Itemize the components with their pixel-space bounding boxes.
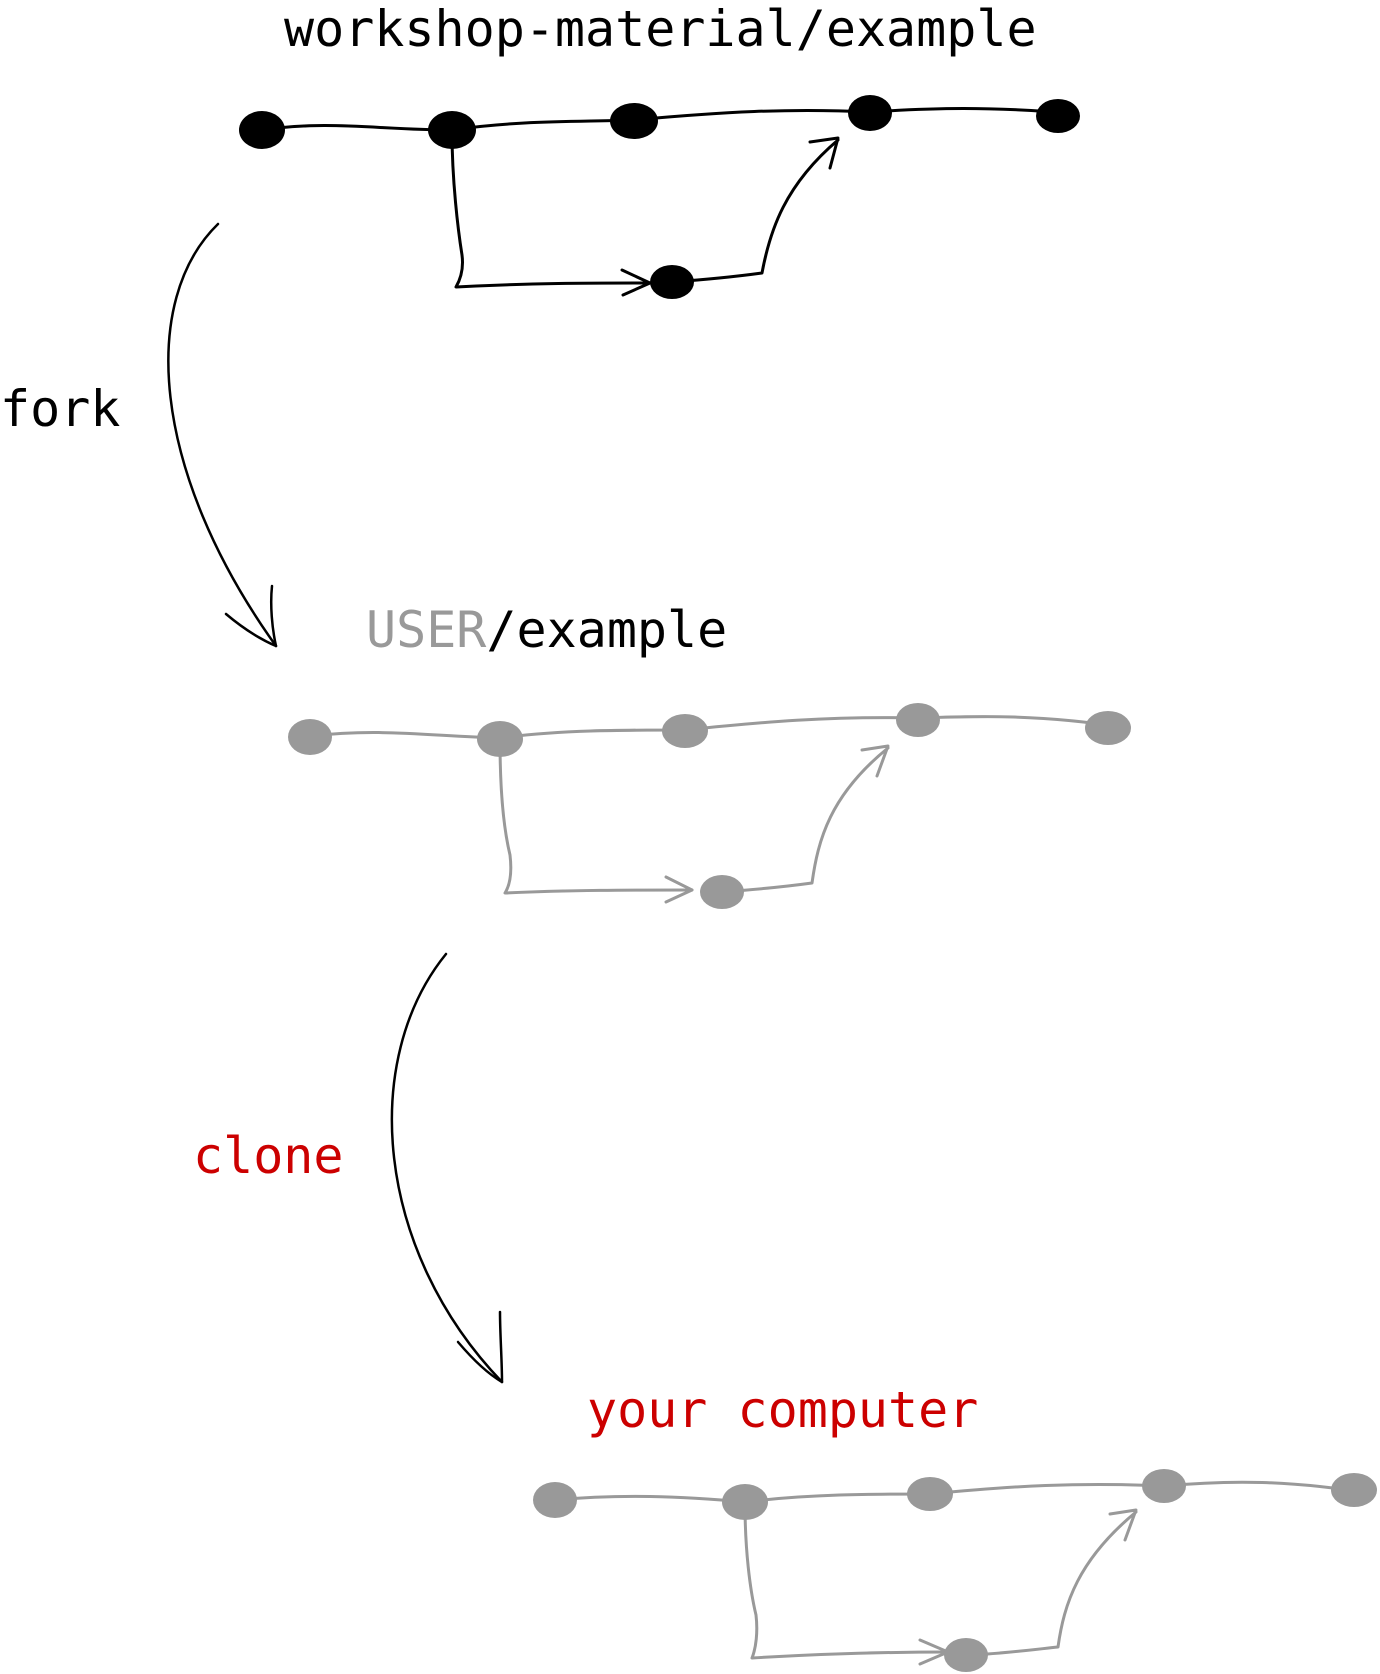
fork-merge-arrowhead bbox=[860, 744, 890, 778]
fork-commit-1 bbox=[288, 719, 332, 755]
fork-repo-name: /example bbox=[486, 601, 728, 659]
fork-commits bbox=[288, 703, 1131, 909]
upstream-commit-4 bbox=[848, 95, 892, 131]
fork-commit-4 bbox=[896, 703, 940, 737]
fork-commit-branch bbox=[700, 875, 744, 909]
local-graph bbox=[553, 1480, 1376, 1666]
upstream-branch-line bbox=[450, 130, 652, 289]
local-commit-3 bbox=[907, 1477, 953, 1511]
upstream-merge-arrowhead bbox=[808, 136, 840, 170]
upstream-commit-5 bbox=[1036, 99, 1080, 133]
upstream-commit-2 bbox=[428, 111, 476, 149]
upstream-commits bbox=[239, 95, 1080, 299]
local-repo-title: your computer bbox=[587, 1381, 979, 1439]
local-merge-line bbox=[964, 1510, 1138, 1657]
upstream-branch-arrowhead bbox=[620, 268, 652, 297]
upstream-repo-title: workshop-material/example bbox=[284, 0, 1037, 58]
upstream-commit-3 bbox=[610, 103, 658, 139]
clone-arrow bbox=[390, 952, 504, 1384]
upstream-main-line bbox=[260, 107, 1080, 132]
local-commits bbox=[533, 1469, 1377, 1672]
fork-commit-2 bbox=[477, 721, 523, 757]
fork-repo-title: USER/example bbox=[366, 605, 727, 655]
local-commit-4 bbox=[1142, 1469, 1186, 1503]
local-branch-line bbox=[743, 1502, 950, 1660]
fork-commit-5 bbox=[1085, 711, 1131, 745]
fork-graph bbox=[310, 715, 1130, 904]
local-commit-2 bbox=[722, 1484, 768, 1520]
upstream-merge-line bbox=[670, 138, 840, 284]
fork-action-label: fork bbox=[0, 380, 121, 438]
local-commit-5 bbox=[1331, 1473, 1377, 1507]
local-commit-branch bbox=[944, 1638, 988, 1672]
upstream-commit-branch bbox=[650, 265, 694, 299]
fork-branch-arrowhead bbox=[664, 875, 694, 904]
local-commit-1 bbox=[533, 1482, 577, 1518]
upstream-commit-1 bbox=[239, 111, 285, 149]
fork-repo-owner: USER bbox=[366, 601, 487, 659]
fork-branch-line bbox=[498, 738, 694, 895]
clone-action-label: clone bbox=[193, 1127, 344, 1185]
local-merge-arrowhead bbox=[1108, 1508, 1138, 1542]
local-main-line bbox=[553, 1480, 1376, 1504]
fork-commit-3 bbox=[662, 714, 708, 748]
fork-merge-line bbox=[718, 746, 890, 894]
fork-main-line bbox=[310, 715, 1130, 740]
fork-arrow bbox=[167, 222, 278, 648]
